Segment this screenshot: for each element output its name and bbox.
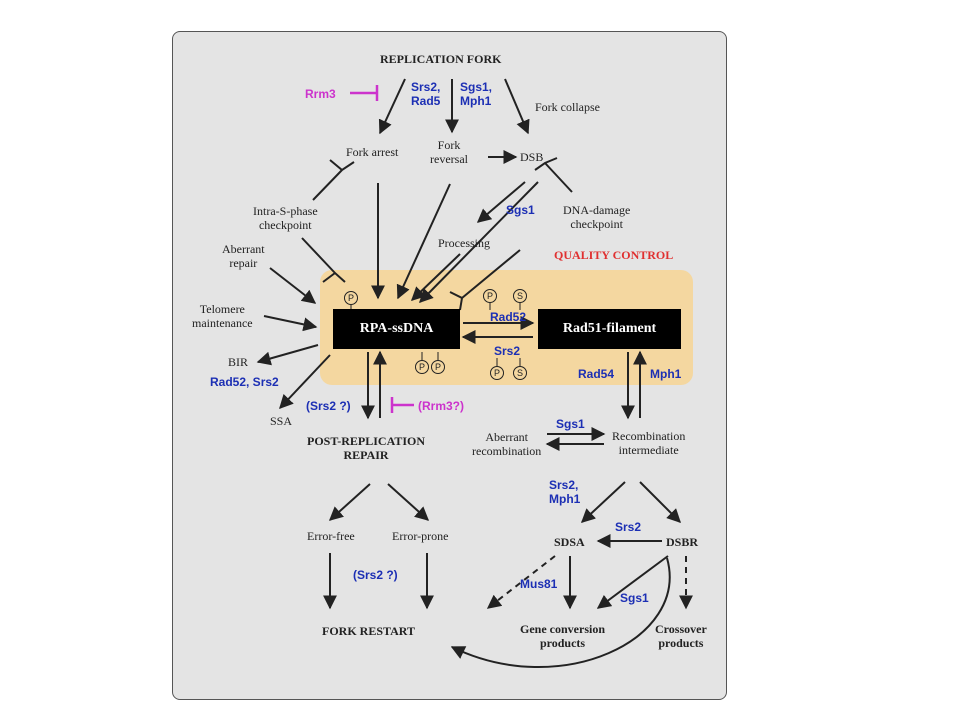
fork-reversal-label: Fork reversal xyxy=(430,138,468,166)
phospho-mark: P xyxy=(431,360,445,374)
rad54-label: Rad54 xyxy=(578,367,615,381)
rrm3-question-label: (Rrm3?) xyxy=(418,399,465,413)
sdsa-label: SDSA xyxy=(554,535,585,549)
fork-collapse-label: Fork collapse xyxy=(535,100,600,114)
telomere-maintenance-label: Telomere maintenance xyxy=(192,302,253,330)
rad51-filament-box: Rad51-filament xyxy=(538,309,681,349)
srs2-rad5-label: Srs2, Rad5 xyxy=(411,80,441,108)
sgs1-processing-label: Sgs1 xyxy=(506,203,535,217)
sumo-mark: S xyxy=(513,289,527,303)
sumo-mark: S xyxy=(513,366,527,380)
replication-fork-label: REPLICATION FORK xyxy=(380,52,502,66)
srs2-question-label: (Srs2 ?) xyxy=(306,399,351,413)
gene-conversion-label: Gene conversion products xyxy=(520,622,605,650)
dsb-label: DSB xyxy=(520,150,544,164)
quality-control-label: QUALITY CONTROL xyxy=(554,248,674,262)
sgs1-mph1-label: Sgs1, Mph1 xyxy=(460,80,493,108)
aberrant-recombination-label: Aberrant recombination xyxy=(472,430,542,458)
mph1-label: Mph1 xyxy=(650,367,682,381)
error-prone-label: Error-prone xyxy=(392,529,449,543)
post-replication-repair-label: POST-REPLICATION REPAIR xyxy=(307,434,426,462)
sgs1-bottom-label: Sgs1 xyxy=(620,591,649,605)
recombination-intermediate-label: Recombination intermediate xyxy=(612,429,686,457)
processing-label: Processing xyxy=(438,236,490,250)
rpa-ssdna-box: RPA-ssDNA xyxy=(333,309,460,349)
crossover-label: Crossover products xyxy=(655,622,707,650)
fork-restart-label: FORK RESTART xyxy=(322,624,416,638)
rrm3-inhibitor-label: Rrm3 xyxy=(305,87,336,101)
srs2-mph1-label: Srs2, Mph1 xyxy=(549,478,581,506)
rad52-qc-label: Rad52 xyxy=(490,310,527,324)
error-free-label: Error-free xyxy=(307,529,355,543)
bir-label: BIR xyxy=(228,355,249,369)
sgs1-recombination-label: Sgs1 xyxy=(556,417,585,431)
phospho-mark: P xyxy=(415,360,429,374)
phospho-mark: P xyxy=(483,289,497,303)
fork-arrest-label: Fork arrest xyxy=(346,145,399,159)
mus81-label: Mus81 xyxy=(520,577,558,591)
srs2-sdsa-label: Srs2 xyxy=(615,520,642,534)
phospho-mark: P xyxy=(344,291,358,305)
dna-damage-checkpoint-label: DNA-damage checkpoint xyxy=(563,203,631,231)
aberrant-repair-label: Aberrant repair xyxy=(222,242,265,270)
intra-s-phase-checkpoint-label: Intra-S-phase checkpoint xyxy=(253,204,318,232)
phospho-mark: P xyxy=(490,366,504,380)
ssa-label: SSA xyxy=(270,414,293,428)
dsbr-label: DSBR xyxy=(666,535,699,549)
srs2-question-bottom-label: (Srs2 ?) xyxy=(353,568,398,582)
rad52-srs2-label: Rad52, Srs2 xyxy=(210,375,279,389)
srs2-qc-label: Srs2 xyxy=(494,344,521,358)
